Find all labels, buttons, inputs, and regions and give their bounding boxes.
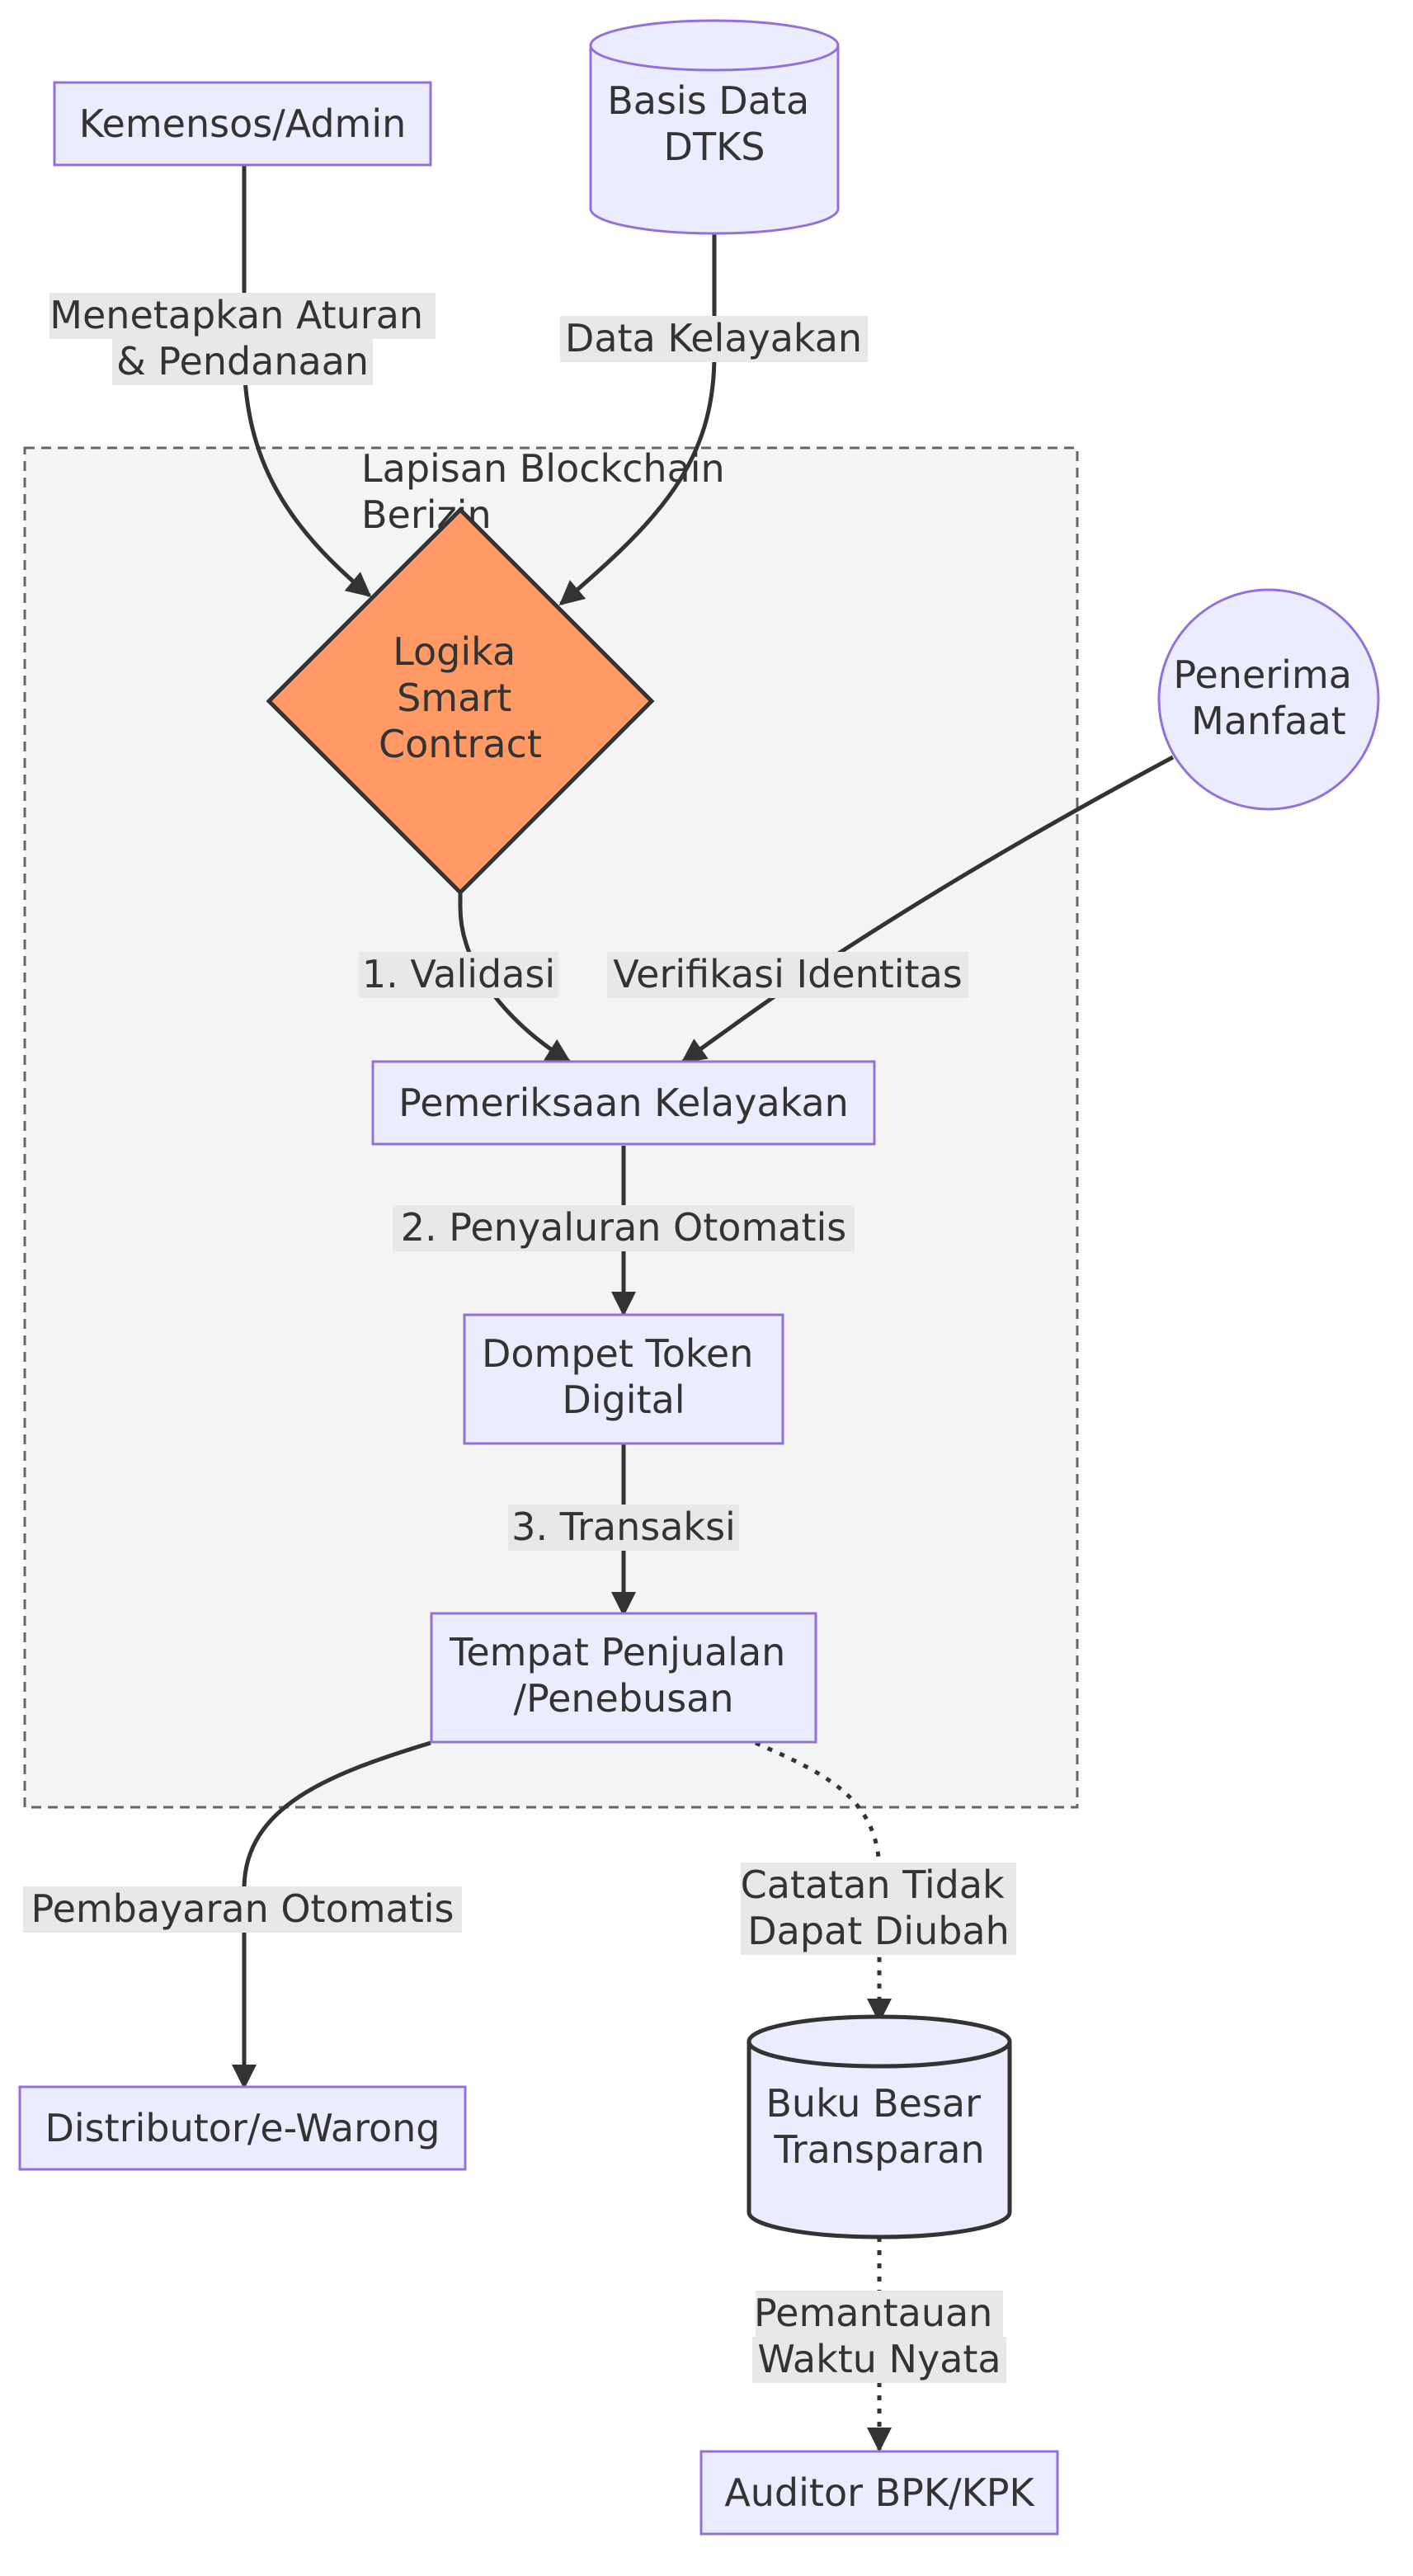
- edge-labels: Menetapkan Aturan & Pendanaan Data Kelay…: [23, 293, 1016, 2383]
- node-buku-besar-line-1: Buku Besar: [765, 2081, 981, 2126]
- edge-tempat-to-distributor: [232, 1740, 431, 2089]
- node-pemeriksaan-label: Pemeriksaan Kelayakan: [398, 1081, 849, 1125]
- svg-text:Pembayaran Otomatis: Pembayaran Otomatis: [31, 1886, 454, 1931]
- svg-text:Kemensos/Admin: Kemensos/Admin: [79, 101, 407, 146]
- svg-text:Catatan Tidak Dapat Di: Catatan Tidak Dapat Diubah: [741, 1863, 1017, 1953]
- node-auditor-bpk-kpk: Auditor BPK/KPK: [699, 2450, 1059, 2536]
- node-penerima-line-1: Penerima: [1173, 652, 1352, 697]
- edge-label-buku-to-auditor-line-1: Pemantauan: [754, 2291, 992, 2335]
- node-smart-contract-line-3: Contract: [379, 722, 542, 766]
- node-buku-besar-transparan: Buku Besar Transparan: [747, 2014, 1012, 2239]
- svg-text:Data Kelayakan: Data Kelayakan: [565, 316, 862, 360]
- svg-text:Verifikasi Identitas: Verifikasi Identitas: [613, 952, 962, 996]
- node-kemensos-admin-label: Kemensos/Admin: [79, 101, 407, 146]
- node-tempat-line-2: /Penebusan: [513, 1676, 733, 1721]
- svg-text:Auditor BPK/KPK: Auditor BPK/KPK: [724, 2470, 1035, 2515]
- edge-label-dompet-to-tempat-line-1: 3. Transaksi: [511, 1505, 736, 1549]
- edge-label-dtks-to-sc: Data Kelayakan: [560, 316, 868, 362]
- cluster-title-line-1: Lapisan Blockchain: [361, 446, 725, 491]
- edge-label-dtks-to-sc-line-1: Data Kelayakan: [565, 316, 862, 360]
- node-penerima-manfaat: Penerima Manfaat: [1157, 588, 1380, 811]
- edge-label-tempat-to-distributor-line-1: Pembayaran Otomatis: [31, 1886, 454, 1931]
- svg-text:Pemantauan Waktu Nyata: Pemantauan Waktu Nyata: [754, 2291, 1005, 2381]
- node-distributor-label: Distributor/e-Warong: [45, 2106, 440, 2150]
- edge-label-admin-to-sc: Menetapkan Aturan & Pendanaan: [49, 293, 436, 385]
- edge-label-pemeriksaan-to-dompet: 2. Penyaluran Otomatis: [393, 1205, 855, 1251]
- svg-text:2. Penyaluran Otomatis: 2. Penyaluran Otomatis: [401, 1205, 846, 1250]
- edge-tempat-to-buku: [754, 1740, 892, 2023]
- svg-text:Basis Data DTKS: Basis Data DTKS: [607, 78, 822, 169]
- node-auditor-label: Auditor BPK/KPK: [724, 2470, 1035, 2515]
- edge-label-penerima-to-pemeriksaan: Verifikasi Identitas: [607, 952, 968, 998]
- svg-text:Pemeriksaan Kelayakan: Pemeriksaan Kelayakan: [398, 1081, 849, 1125]
- node-kemensos-admin: Kemensos/Admin: [53, 81, 432, 167]
- svg-text:Distributor/e-Warong: Distributor/e-Warong: [45, 2106, 440, 2150]
- edge-label-tempat-to-buku: Catatan Tidak Dapat Diubah: [741, 1863, 1017, 1955]
- edge-label-penerima-to-pemeriksaan-line-1: Verifikasi Identitas: [613, 952, 962, 996]
- node-buku-besar-line-2: Transparan: [773, 2127, 984, 2172]
- svg-text:Dompet Token Digital: Dompet Token Digital: [482, 1331, 765, 1422]
- edge-label-sc-to-pemeriksaan-line-1: 1. Validasi: [362, 952, 555, 996]
- edge-label-admin-to-sc-line-2: & Pendanaan: [116, 339, 369, 384]
- edge-penerima-to-pemeriksaan: [681, 755, 1175, 1064]
- svg-text:3. Transaksi: 3. Transaksi: [511, 1505, 736, 1549]
- node-tempat-line-1: Tempat Penjualan: [449, 1630, 785, 1674]
- node-tempat-penjualan: Tempat Penjualan /Penebusan: [430, 1612, 817, 1744]
- node-smart-contract-line-2: Smart: [397, 676, 511, 720]
- node-basis-data-dtks-line-2: DTKS: [664, 125, 765, 169]
- node-basis-data-dtks: Basis Data DTKS: [589, 19, 840, 235]
- svg-text:Logika Smart C: Logika Smart Contract: [379, 629, 542, 766]
- node-dompet-line-2: Digital: [562, 1377, 685, 1422]
- edge-dtks-to-smart-contract: [558, 233, 717, 605]
- svg-text:1. Validasi: 1. Validasi: [362, 952, 555, 996]
- nodes: Kemensos/Admin Basis Data DTKS Logika Sm…: [18, 19, 1380, 2536]
- svg-text:Penerima Manfaat: Penerima Manfaat: [1173, 652, 1364, 743]
- node-basis-data-dtks-line-1: Basis Data: [607, 78, 809, 123]
- edge-label-buku-to-auditor-line-2: Waktu Nyata: [757, 2337, 1001, 2381]
- node-distributor-ewarong: Distributor/e-Warong: [18, 2085, 467, 2171]
- svg-text:Tempat Penjualan /Pene: Tempat Penjualan /Penebusan: [449, 1630, 798, 1721]
- node-smart-contract-line-1: Logika: [393, 629, 516, 674]
- edge-label-sc-to-pemeriksaan: 1. Validasi: [359, 952, 558, 998]
- svg-text:Menetapkan Aturan & Pe: Menetapkan Aturan & Pendanaan: [49, 293, 435, 384]
- node-penerima-line-2: Manfaat: [1191, 699, 1346, 743]
- edge-label-tempat-to-distributor: Pembayaran Otomatis: [23, 1886, 462, 1933]
- edge-label-admin-to-sc-line-1: Menetapkan Aturan: [49, 293, 423, 337]
- node-pemeriksaan-kelayakan: Pemeriksaan Kelayakan: [371, 1060, 876, 1146]
- node-dompet-line-1: Dompet Token: [482, 1331, 753, 1376]
- edge-label-buku-to-auditor: Pemantauan Waktu Nyata: [752, 2291, 1006, 2383]
- node-dompet-token-digital: Dompet Token Digital: [463, 1313, 784, 1445]
- node-smart-contract-decision: Logika Smart Contract: [266, 506, 655, 896]
- edge-label-tempat-to-buku-line-1: Catatan Tidak: [741, 1863, 1005, 1907]
- edge-label-dompet-to-tempat: 3. Transaksi: [508, 1505, 739, 1551]
- edge-label-tempat-to-buku-line-2: Dapat Diubah: [747, 1909, 1010, 1953]
- svg-text:Buku Besar Transparan: Buku Besar Transparan: [765, 2081, 992, 2172]
- edge-label-pemeriksaan-to-dompet-line-1: 2. Penyaluran Otomatis: [401, 1205, 846, 1250]
